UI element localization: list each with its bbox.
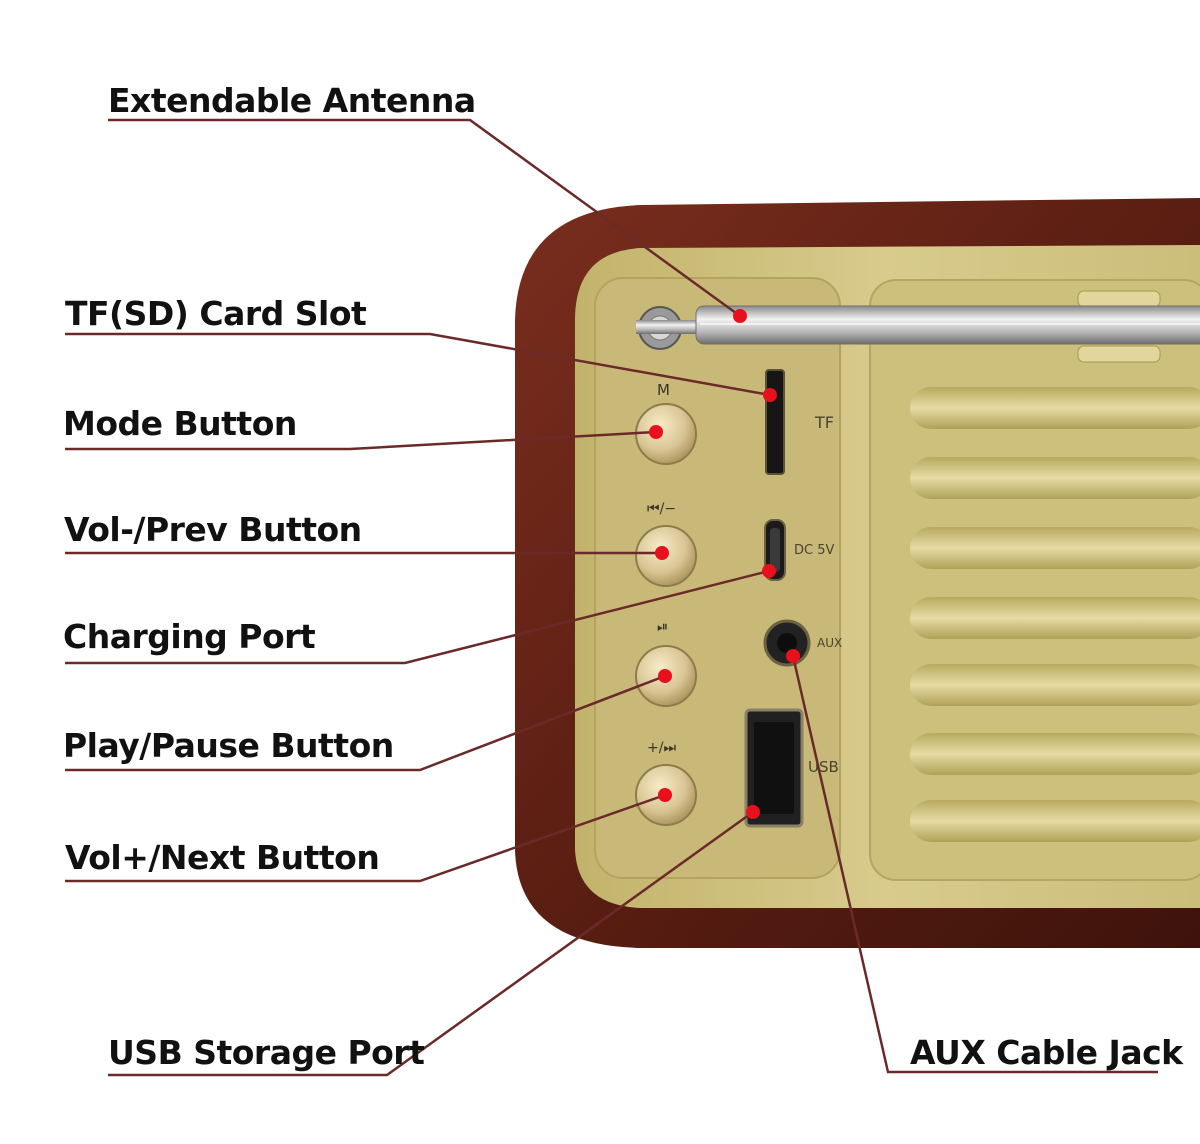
antenna-clip-bottom <box>1077 345 1161 363</box>
leader-mode <box>65 430 657 451</box>
dot-next <box>658 788 672 802</box>
antenna-clip-top <box>1077 290 1161 308</box>
dot-tf <box>763 388 777 402</box>
leader-usb <box>108 810 754 1077</box>
marker-dots <box>649 309 800 819</box>
dot-aux <box>786 649 800 663</box>
label-mode: Mode Button <box>63 404 297 443</box>
label-vol-next: Vol+/Next Button <box>65 838 380 877</box>
tf-slot <box>765 369 785 475</box>
antenna <box>636 305 1200 350</box>
panel-label-dc: DC 5V <box>794 543 835 558</box>
dot-mode <box>649 425 663 439</box>
glyph-next: +/⏭ <box>647 740 677 756</box>
speaker-grille <box>869 279 1200 881</box>
label-vol-prev: Vol-/Prev Button <box>64 510 362 549</box>
leader-aux <box>791 655 1158 1074</box>
label-antenna: Extendable Antenna <box>108 81 476 120</box>
dot-vol-prev <box>655 546 669 560</box>
leader-antenna <box>108 118 741 318</box>
glyph-mode: M <box>657 381 670 399</box>
label-charging: Charging Port <box>63 617 316 656</box>
label-play-pause: Play/Pause Button <box>63 726 394 765</box>
dot-play <box>658 669 672 683</box>
dot-charging <box>762 564 776 578</box>
leader-lines <box>65 118 1158 1077</box>
leader-play <box>65 674 666 772</box>
glyph-prev: ⏮/− <box>647 501 677 517</box>
leader-tf <box>65 332 771 397</box>
panel-label-aux: AUX <box>817 636 843 650</box>
dot-antenna <box>733 309 747 323</box>
label-tf-slot: TF(SD) Card Slot <box>65 294 367 333</box>
dot-usb <box>746 805 760 819</box>
label-usb: USB Storage Port <box>108 1033 425 1072</box>
leader-next <box>65 793 666 883</box>
panel-label-usb: USB <box>808 758 839 776</box>
leader-charging <box>65 569 770 665</box>
panel-label-tf: TF <box>815 413 834 432</box>
label-aux: AUX Cable Jack <box>910 1033 1183 1072</box>
glyph-play: ⏯ <box>657 619 669 635</box>
grille-slats <box>910 387 1200 842</box>
mode-button <box>635 403 697 465</box>
